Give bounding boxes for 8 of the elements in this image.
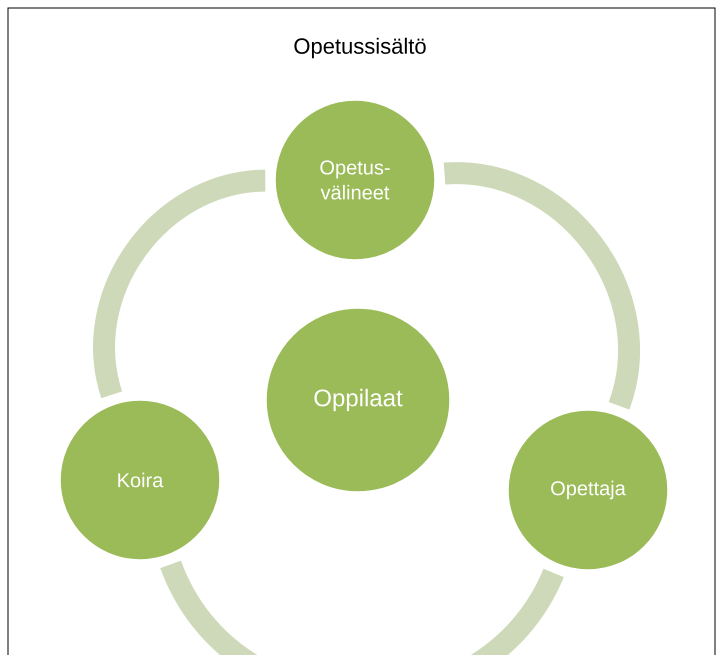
ring-arc [160,560,564,655]
circle-node: Koira [59,399,221,561]
circle-node: Opetus- välineet [274,99,436,261]
circle-node: Oppilaat [265,307,451,493]
ring-arc [93,170,266,398]
title: Opetussisältö [294,38,426,58]
ring-arc [444,162,640,409]
circle-node: Opettaja [507,409,669,571]
